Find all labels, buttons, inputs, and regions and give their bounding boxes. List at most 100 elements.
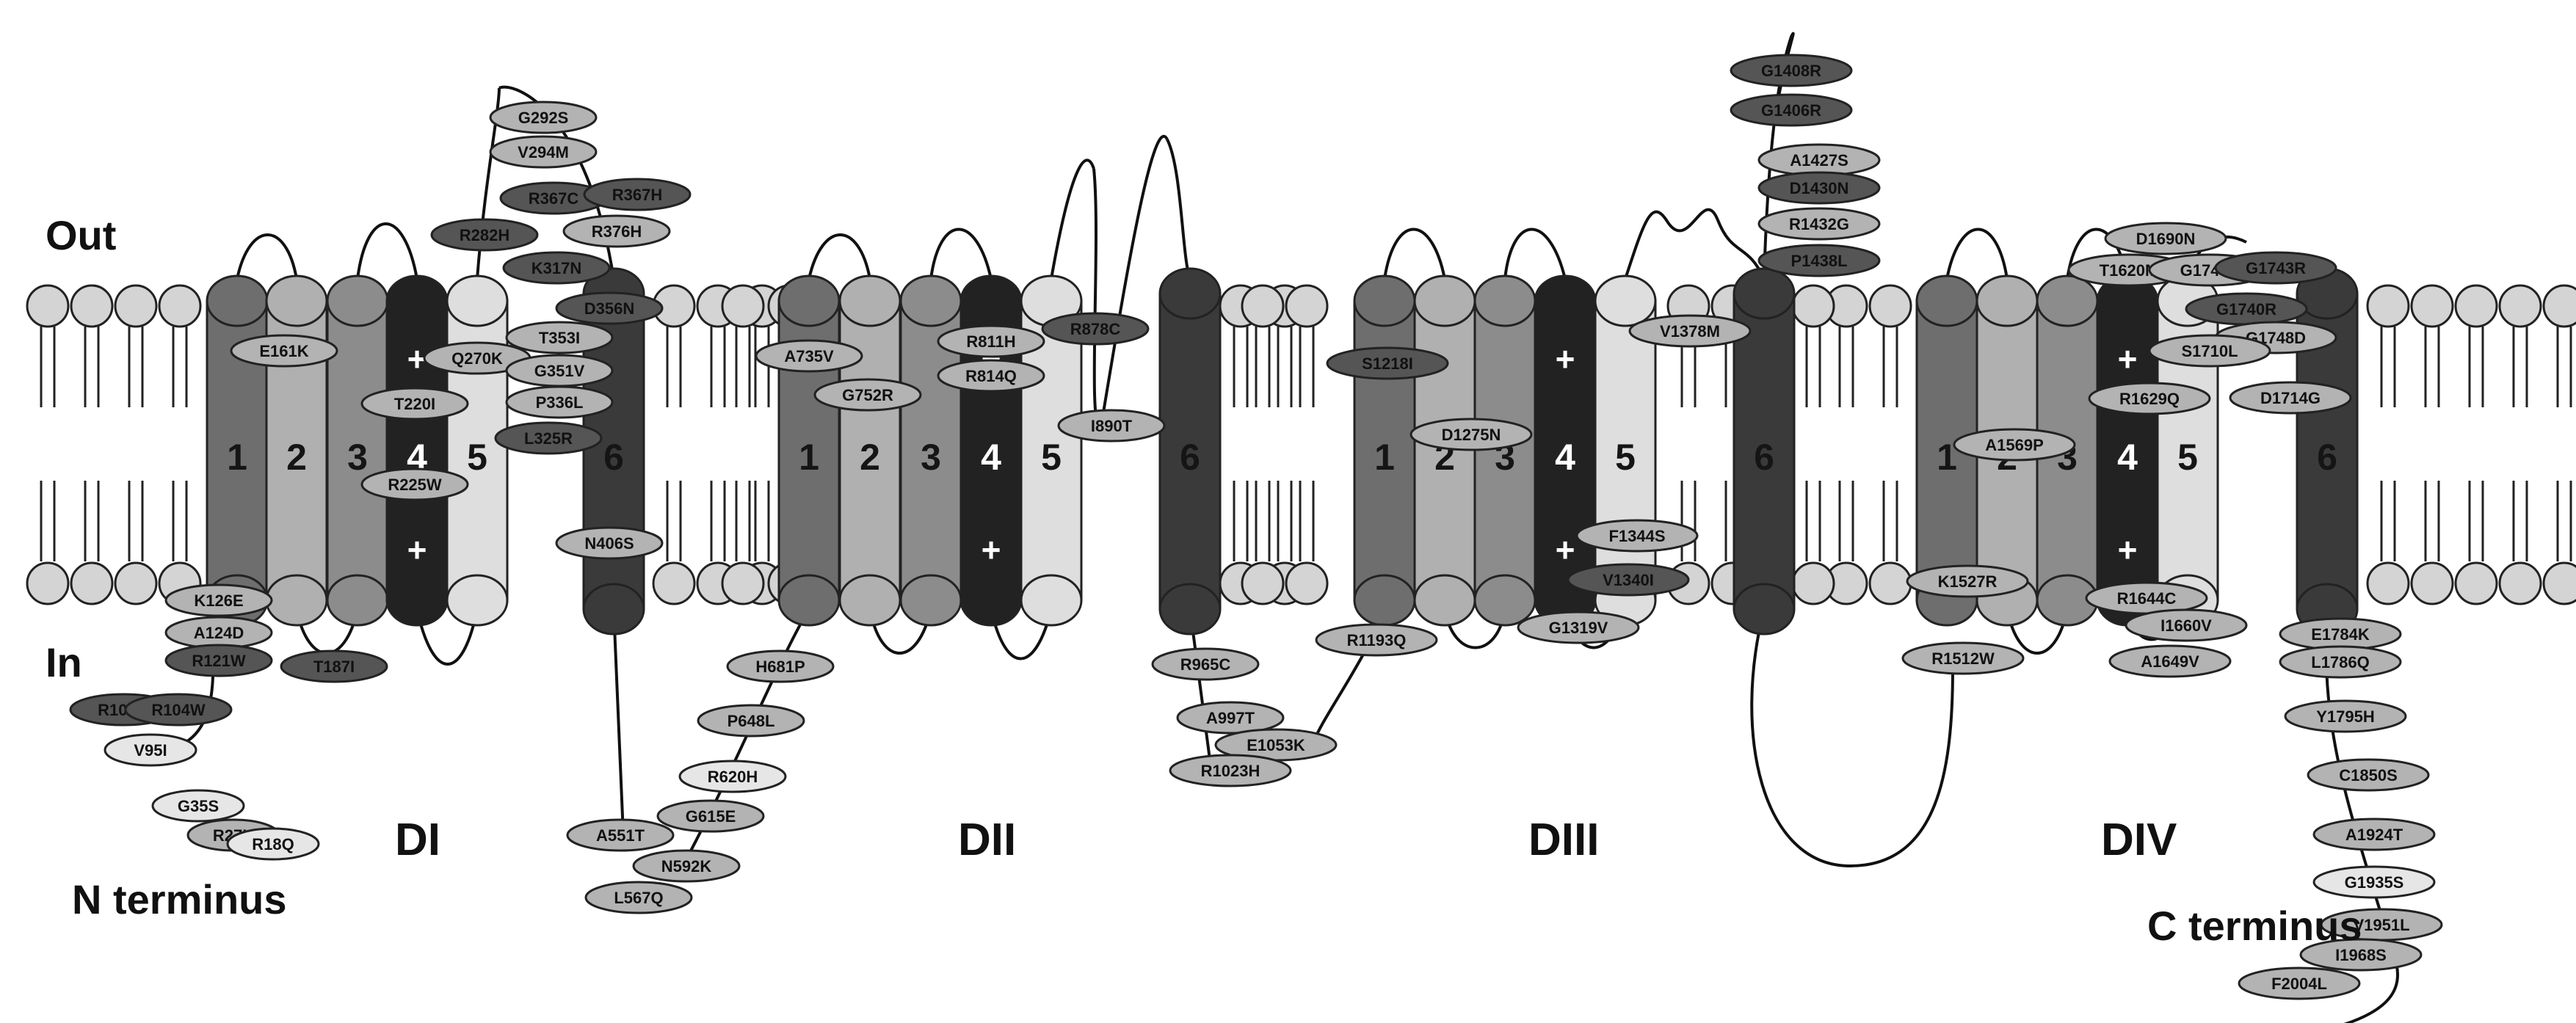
mutation-label: I890T bbox=[1091, 417, 1133, 435]
domain-1-segment-2: 2 bbox=[265, 274, 328, 627]
lipid-head-outer bbox=[70, 284, 114, 328]
lipid-molecule bbox=[2542, 284, 2576, 605]
mutation-oval bbox=[1176, 701, 1285, 735]
mutation-label: A735V bbox=[784, 347, 834, 365]
mutation-label: R1512W bbox=[1931, 649, 1995, 668]
loop-path bbox=[1092, 168, 1103, 428]
loop-path bbox=[868, 608, 932, 655]
mutation-label: D356N bbox=[584, 299, 634, 318]
mutation-s1218i: S1218I bbox=[1326, 346, 1449, 380]
mutation-label: R811H bbox=[966, 332, 1015, 351]
loop-path bbox=[1750, 608, 1954, 868]
mutation-oval bbox=[280, 649, 388, 683]
positive-charge-bottom: + bbox=[2118, 531, 2138, 569]
mutation-v95i: V95I bbox=[104, 733, 197, 767]
mutation-label: S1218I bbox=[1362, 354, 1413, 373]
domain-3-segment-1: 1 bbox=[1353, 274, 1416, 627]
mutation-oval bbox=[1757, 244, 1881, 277]
mutation-p336l: P336L bbox=[505, 385, 614, 419]
mutation-label: F2004L bbox=[2271, 975, 2327, 993]
mutation-a735v: A735V bbox=[755, 339, 863, 373]
mutation-label: L325R bbox=[524, 429, 573, 448]
mutation-l567q: L567Q bbox=[584, 881, 693, 914]
lipid-molecule bbox=[1285, 284, 1329, 605]
mutation-label: Q270K bbox=[451, 349, 503, 368]
mutation-label: R1629Q bbox=[2119, 390, 2180, 408]
lipid-molecule bbox=[1791, 284, 1835, 605]
domain-label-div: DIV bbox=[2101, 815, 2177, 865]
mutation-label: G1743R bbox=[2246, 259, 2306, 277]
mutation-label: G35S bbox=[178, 797, 219, 815]
mutation-oval bbox=[1757, 207, 1881, 241]
mutation-oval bbox=[1041, 312, 1150, 346]
loop-path bbox=[236, 233, 298, 280]
mutation-label: R1023H bbox=[1201, 762, 1260, 780]
lipid-head-outer bbox=[1791, 284, 1835, 328]
mutation-a1649v: A1649V bbox=[2108, 644, 2232, 678]
mutation-i1660v: I1660V bbox=[2125, 608, 2248, 642]
lipid-head-outer bbox=[1868, 284, 1912, 328]
mutation-label: N592K bbox=[661, 857, 712, 875]
lipid-molecule bbox=[2410, 284, 2454, 605]
mutation-oval bbox=[2229, 381, 2352, 415]
mutation-label: E1053K bbox=[1247, 736, 1305, 754]
mutation-oval bbox=[502, 251, 611, 285]
segment-number: 2 bbox=[860, 437, 880, 478]
mutation-label: H681P bbox=[755, 658, 805, 676]
loop-path bbox=[1100, 135, 1169, 426]
mutation-y1795h: Y1795H bbox=[2284, 699, 2407, 733]
mutation-label: G752R bbox=[842, 386, 893, 404]
mutation-oval bbox=[1326, 346, 1449, 380]
mutation-label: R620H bbox=[708, 768, 758, 786]
mutation-label: G1406R bbox=[1761, 101, 1821, 120]
lipid-molecule bbox=[26, 284, 70, 605]
mutation-r814q: R814Q bbox=[937, 359, 1045, 393]
mutation-r620h: R620H bbox=[678, 760, 787, 793]
mutation-r811h: R811H bbox=[937, 324, 1045, 358]
n-terminus-label: N terminus bbox=[72, 876, 287, 922]
mutation-oval bbox=[562, 214, 671, 248]
mutation-oval bbox=[2299, 938, 2423, 972]
mutation-r1432g: R1432G bbox=[1757, 207, 1881, 241]
mutation-oval bbox=[164, 583, 273, 617]
loop-path bbox=[612, 608, 625, 852]
domain-1-segment-5: 5 bbox=[446, 274, 509, 627]
mutation-l1786q: L1786Q bbox=[2279, 645, 2402, 679]
loop-path bbox=[1945, 227, 2009, 280]
mutation-label: Y1795H bbox=[2316, 707, 2375, 726]
positive-charge-top: + bbox=[1556, 340, 1575, 378]
lipid-molecule bbox=[70, 284, 114, 605]
mutation-oval bbox=[1567, 563, 1690, 597]
mutation-label: V294M bbox=[518, 143, 569, 161]
mutation-label: R225W bbox=[388, 476, 442, 494]
segment-number: 3 bbox=[347, 437, 368, 478]
mutation-oval bbox=[151, 789, 245, 823]
mutation-r878c: R878C bbox=[1041, 312, 1150, 346]
mutation-label: R376H bbox=[592, 222, 642, 241]
lipid-head-outer bbox=[2410, 284, 2454, 328]
domain-label-diii: DIII bbox=[1528, 815, 1599, 865]
lipid-molecule bbox=[2366, 284, 2410, 605]
domain-label-dii: DII bbox=[958, 815, 1016, 865]
lipid-molecule bbox=[2454, 284, 2498, 605]
extracellular-label: Out bbox=[46, 212, 116, 258]
loop-path bbox=[416, 608, 479, 666]
lipid-head-inner bbox=[70, 561, 114, 605]
mutation-g615e: G615E bbox=[656, 799, 765, 833]
mutation-label: R18Q bbox=[252, 835, 294, 853]
mutation-oval bbox=[1517, 611, 1640, 644]
segment-number: 6 bbox=[2317, 437, 2337, 478]
mutation-label: V1378M bbox=[1660, 322, 1720, 341]
segment-number: 4 bbox=[981, 437, 1001, 478]
mutation-label: R878C bbox=[1070, 320, 1121, 338]
mutation-oval bbox=[2214, 251, 2337, 285]
mutation-oval bbox=[2307, 758, 2430, 792]
mutation-k317n: K317N bbox=[502, 251, 611, 285]
mutation-a997t: A997T bbox=[1176, 701, 1285, 735]
lipid-head-inner bbox=[2542, 561, 2576, 605]
mutation-label: C1850S bbox=[2339, 766, 2398, 784]
c-terminus-label: C terminus bbox=[2147, 903, 2362, 949]
mutation-oval bbox=[656, 799, 765, 833]
mutation-label: A1569P bbox=[1985, 436, 2044, 454]
lipid-head-outer bbox=[2542, 284, 2576, 328]
